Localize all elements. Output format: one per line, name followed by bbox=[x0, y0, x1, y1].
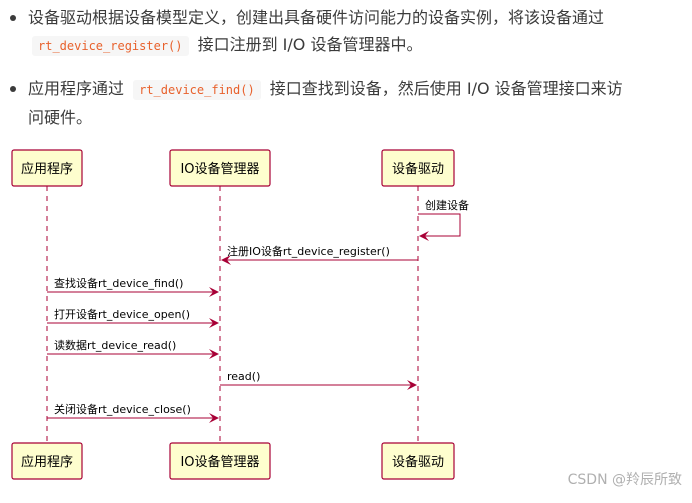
bullet-text-after: 接口查找到设备，然后使用 I/O 设备管理接口来访 bbox=[269, 79, 623, 98]
participant-label-io-bottom: IO设备管理器 bbox=[180, 454, 259, 470]
message-label: read() bbox=[227, 370, 260, 383]
message-label: 查找设备rt_device_find() bbox=[54, 276, 183, 290]
message-label: 注册IO设备rt_device_register() bbox=[227, 244, 390, 258]
participant-box-app-bottom bbox=[11, 442, 83, 480]
participant-label-app-bottom: 应用程序 bbox=[21, 454, 73, 470]
bullet-text-before: 应用程序通过 bbox=[28, 79, 125, 98]
bullet-text-line2: 接口注册到 I/O 设备管理器中。 bbox=[197, 35, 423, 54]
inline-code-register: rt_device_register() bbox=[32, 36, 189, 56]
message-arrow bbox=[418, 213, 461, 241]
participant-label-drv-top: 设备驱动 bbox=[392, 161, 444, 177]
participant-box-io-top bbox=[169, 149, 271, 187]
participant-box-drv-bottom bbox=[381, 442, 455, 480]
bullet-text: 应用程序通过 rt_device_find() 接口查找到设备，然后使用 I/O… bbox=[28, 75, 688, 131]
participant-label-drv-bottom: 设备驱动 bbox=[392, 454, 444, 470]
bullet-text: 设备驱动根据设备模型定义，创建出具备硬件访问能力的设备实例，将该设备通过 rt_… bbox=[28, 4, 688, 60]
message-label: 创建设备 bbox=[425, 198, 469, 212]
participant-box-io-bottom bbox=[169, 442, 271, 480]
participant-label-app-top: 应用程序 bbox=[21, 161, 73, 177]
bullet-text-line2: 问硬件。 bbox=[28, 108, 93, 127]
inline-code-find: rt_device_find() bbox=[133, 80, 261, 100]
participant-label-io-top: IO设备管理器 bbox=[180, 161, 259, 177]
message-label: 关闭设备rt_device_close() bbox=[54, 402, 191, 416]
bullet-dot bbox=[10, 15, 16, 21]
participant-box-drv-top bbox=[381, 149, 455, 187]
participant-box-app-top bbox=[11, 149, 83, 187]
csdn-watermark: CSDN @羚辰所致 bbox=[567, 472, 682, 488]
bullet-text-line1: 设备驱动根据设备模型定义，创建出具备硬件访问能力的设备实例，将该设备通过 bbox=[28, 8, 605, 27]
bullet-dot bbox=[10, 86, 16, 92]
message-label: 读数据rt_device_read() bbox=[54, 338, 176, 352]
sequence-diagram-svg: 应用程序应用程序IO设备管理器IO设备管理器设备驱动设备驱动创建设备注册IO设备… bbox=[11, 149, 469, 480]
message-label: 打开设备rt_device_open() bbox=[54, 307, 190, 321]
